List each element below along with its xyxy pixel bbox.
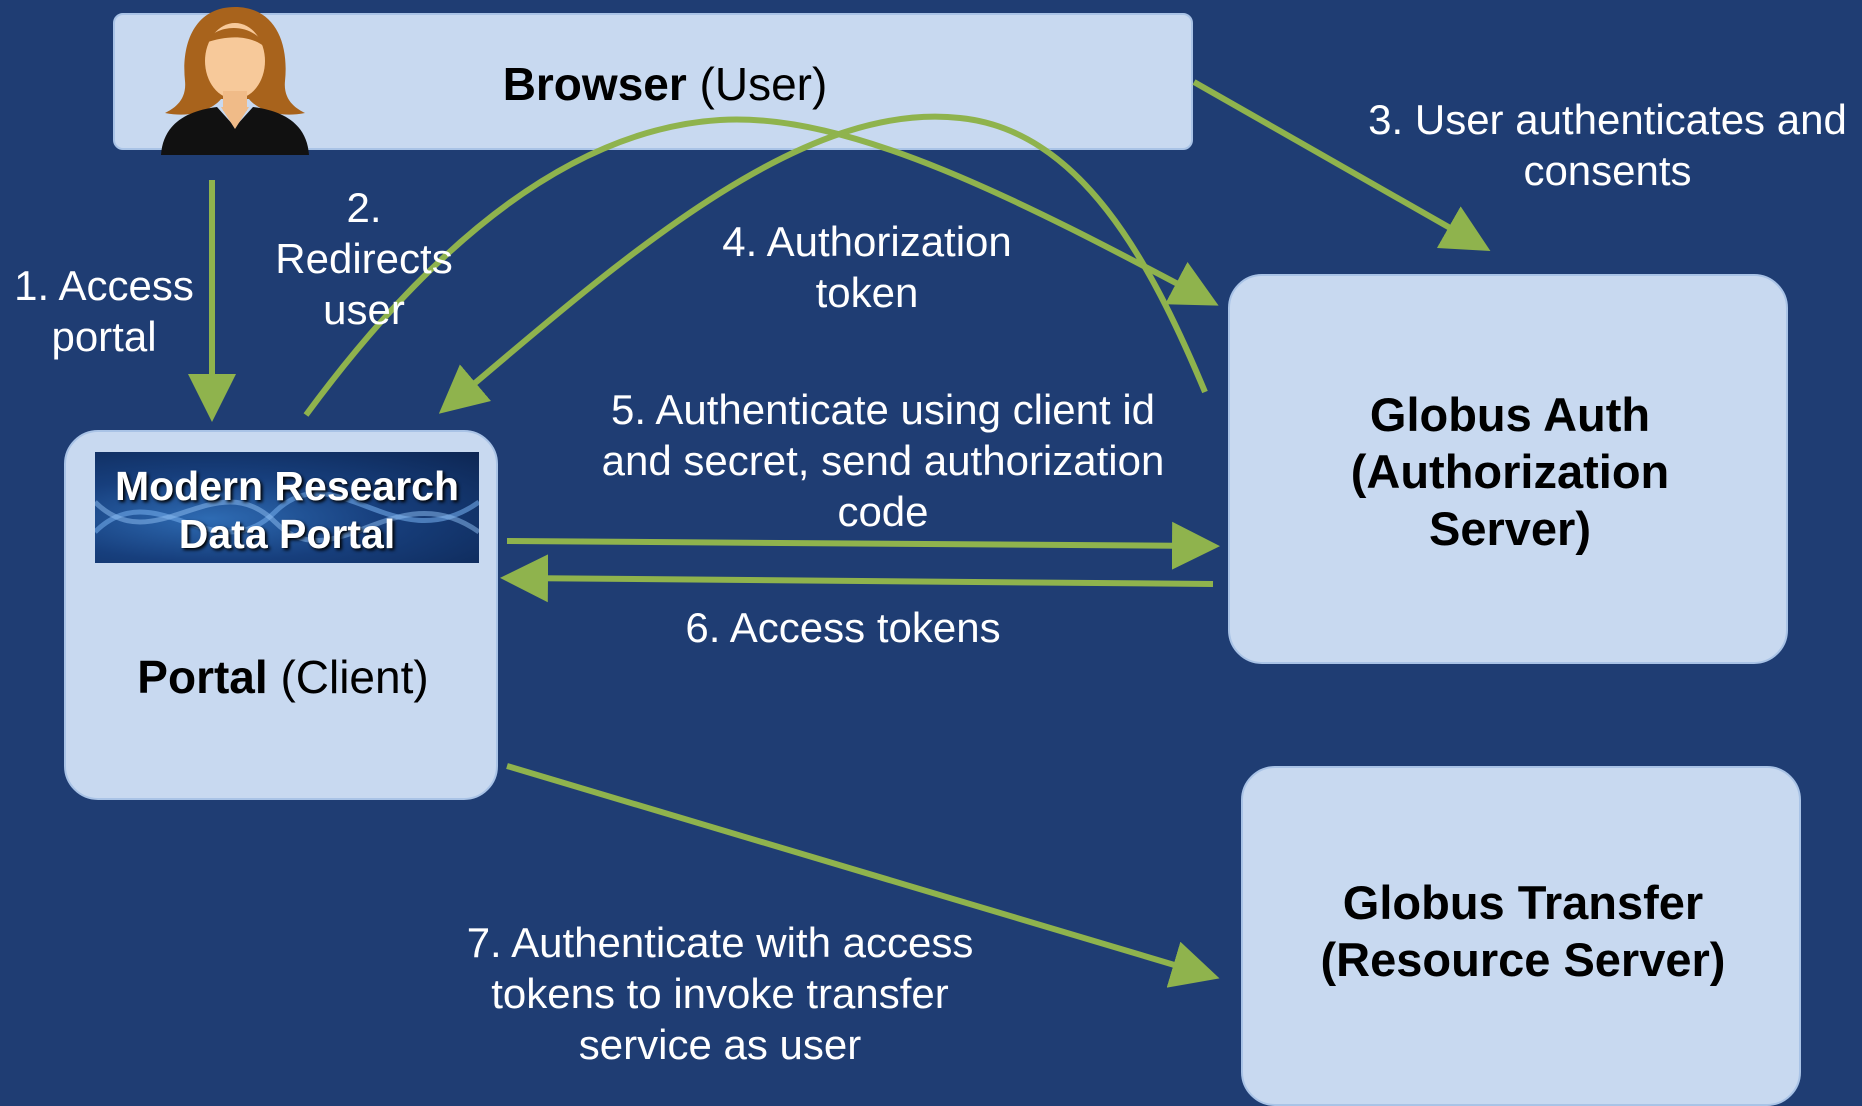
auth-server-box: Globus Auth (Authorization Server): [1228, 274, 1788, 664]
auth-server-title: Globus Auth (Authorization Server): [1350, 388, 1670, 555]
transfer-server-box: Globus Transfer (Resource Server): [1241, 766, 1801, 1106]
portal-title: Portal (Client): [137, 651, 429, 703]
banner-title: Modern Research Data Portal: [114, 463, 460, 557]
arrow-5-auth-code: [506, 521, 1220, 570]
arrow-3-authenticate: [1192, 79, 1491, 251]
step-6-label: 6. Access tokens: [685, 604, 1001, 651]
arrow-2-redirect: [303, 116, 1219, 417]
arrow-6-access-tokens: [500, 554, 1214, 603]
dna-helix-graphic: [95, 490, 479, 544]
transfer-server-title: Globus Transfer (Resource Server): [1320, 876, 1726, 986]
arrow-7-invoke-transfer: [506, 763, 1220, 988]
arrow-4-auth-token: [438, 113, 1208, 414]
browser-title: Browser (User): [502, 58, 828, 110]
portal-banner-logo: Modern Research Data Portal: [95, 452, 479, 563]
user-avatar-icon: [161, 7, 309, 155]
